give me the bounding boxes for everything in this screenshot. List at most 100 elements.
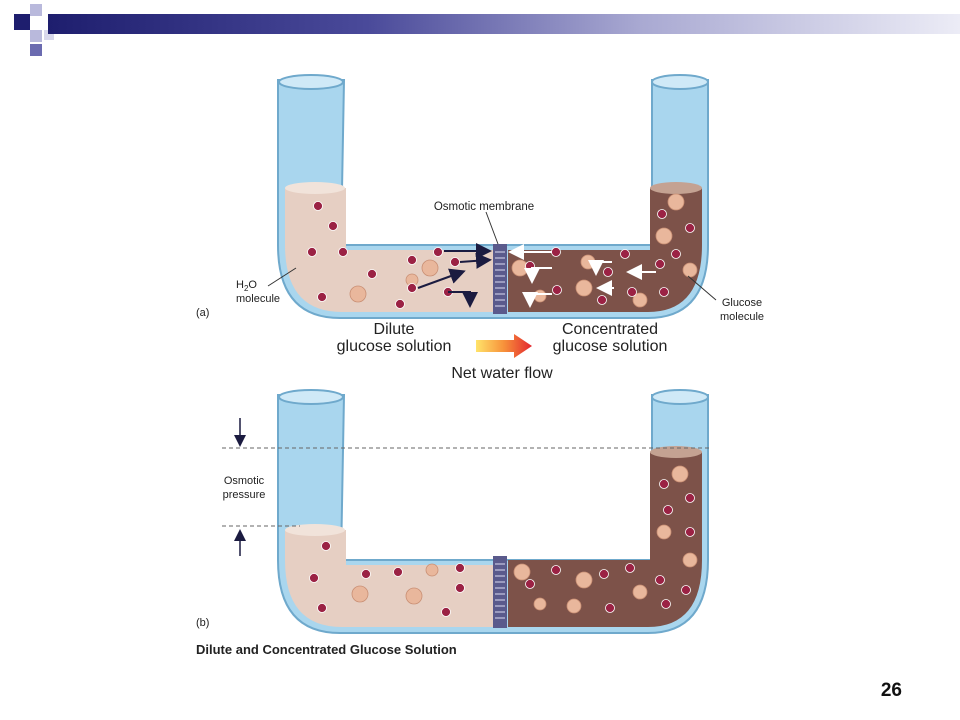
flow-arrow-right <box>459 252 492 269</box>
water-molecule <box>685 527 695 537</box>
water-molecule <box>671 249 681 259</box>
water-molecule <box>313 201 323 211</box>
water-molecule <box>338 247 348 257</box>
glucose-molecule <box>682 262 698 278</box>
corner-square-lavender-2 <box>30 30 42 42</box>
water-molecule <box>685 493 695 503</box>
panel-b: Osmotic pressure (b) Dilute and Concentr… <box>196 389 710 657</box>
water-molecule <box>655 575 665 585</box>
dilute-solution-a <box>285 188 494 312</box>
net-water-flow-arrow <box>476 334 532 358</box>
water-molecule <box>525 579 535 589</box>
water-molecule-label: H2O <box>236 279 257 293</box>
water-molecule <box>328 221 338 231</box>
osmotic-membrane-a <box>493 244 507 314</box>
water-molecule <box>407 283 417 293</box>
concentrated-solution-a <box>508 188 702 312</box>
water-molecule <box>551 247 561 257</box>
water-molecule <box>361 569 371 579</box>
water-molecule <box>681 585 691 595</box>
water-label-subscript: 2 <box>244 284 249 293</box>
glucose-label-line1: Glucose <box>722 297 762 309</box>
glucose-label-line2: molecule <box>720 311 764 323</box>
water-molecule <box>685 223 695 233</box>
water-molecule <box>393 567 403 577</box>
glucose-molecule <box>667 193 685 211</box>
water-molecule <box>627 287 637 297</box>
membrane-label: Osmotic membrane <box>434 201 534 213</box>
glucose-molecule <box>349 285 367 303</box>
panel-b-label: (b) <box>196 617 209 629</box>
water-molecule <box>441 607 451 617</box>
panel-a: Osmotic membrane (a) H2O molecule Glucos… <box>196 74 764 382</box>
water-molecule <box>661 599 671 609</box>
water-label-o: O <box>248 279 257 291</box>
dilute-surface-a <box>285 182 345 194</box>
water-molecule <box>551 565 561 575</box>
glucose-molecule <box>671 465 689 483</box>
water-molecule <box>317 292 327 302</box>
water-molecule <box>525 261 535 271</box>
glucose-molecule <box>632 292 648 308</box>
figure-caption: Dilute and Concentrated Glucose Solution <box>196 642 457 657</box>
water-molecule <box>657 209 667 219</box>
glucose-molecule <box>425 563 439 577</box>
water-molecule <box>599 569 609 579</box>
glucose-molecule <box>533 597 547 611</box>
panel-a-label: (a) <box>196 307 209 319</box>
water-molecule <box>655 259 665 269</box>
tube-rim-left-a <box>278 74 344 90</box>
concentrated-label-line1: Concentrated <box>562 321 658 338</box>
water-molecule <box>597 295 607 305</box>
tube-rim-right-b <box>651 389 709 405</box>
water-molecule <box>433 247 443 257</box>
water-molecule <box>663 505 673 515</box>
dilute-solution-b <box>285 530 494 627</box>
water-molecule <box>605 603 615 613</box>
glucose-molecule <box>655 227 673 245</box>
water-label-h: H <box>236 279 244 291</box>
water-molecule-label-line2: molecule <box>236 293 280 305</box>
dilute-label-line1: Dilute <box>374 321 415 338</box>
water-molecule <box>455 563 465 573</box>
water-molecule <box>450 257 460 267</box>
glucose-molecule <box>421 259 439 277</box>
concentrated-solution-b <box>508 452 702 627</box>
glucose-molecule <box>533 289 547 303</box>
flow-arrow-right <box>417 268 466 289</box>
corner-square-navy-2 <box>30 44 42 56</box>
net-flow-label: Net water flow <box>451 365 553 382</box>
water-molecule <box>309 573 319 583</box>
glucose-molecule <box>575 279 593 297</box>
glucose-molecule <box>566 598 582 614</box>
corner-square-navy-1 <box>14 14 30 30</box>
tube-rim-right-a <box>651 74 709 90</box>
glucose-molecule <box>632 584 648 600</box>
flow-arrow-right <box>448 291 478 308</box>
water-molecule <box>455 583 465 593</box>
water-molecule <box>659 287 669 297</box>
water-molecule <box>659 479 669 489</box>
glucose-molecule <box>682 552 698 568</box>
water-molecule <box>603 267 613 277</box>
water-molecule <box>367 269 377 279</box>
water-molecule <box>620 249 630 259</box>
glucose-molecule <box>580 254 596 270</box>
osmotic-membrane-b <box>493 556 507 628</box>
water-molecule <box>307 247 317 257</box>
glucose-molecule <box>513 563 531 581</box>
water-molecule <box>625 563 635 573</box>
osmotic-pressure-label-line2: pressure <box>223 489 266 501</box>
page-number: 26 <box>880 680 902 701</box>
flow-arrow-left <box>522 292 552 308</box>
glucose-molecule <box>351 585 369 603</box>
glucose-molecule <box>575 571 593 589</box>
concentrated-surface-b <box>650 446 702 458</box>
water-molecule <box>317 603 327 613</box>
water-molecule <box>407 255 417 265</box>
concentrated-label-line2: glucose solution <box>553 338 668 355</box>
glucose-molecule <box>405 587 423 605</box>
glucose-molecule <box>656 524 672 540</box>
water-molecule <box>321 541 331 551</box>
